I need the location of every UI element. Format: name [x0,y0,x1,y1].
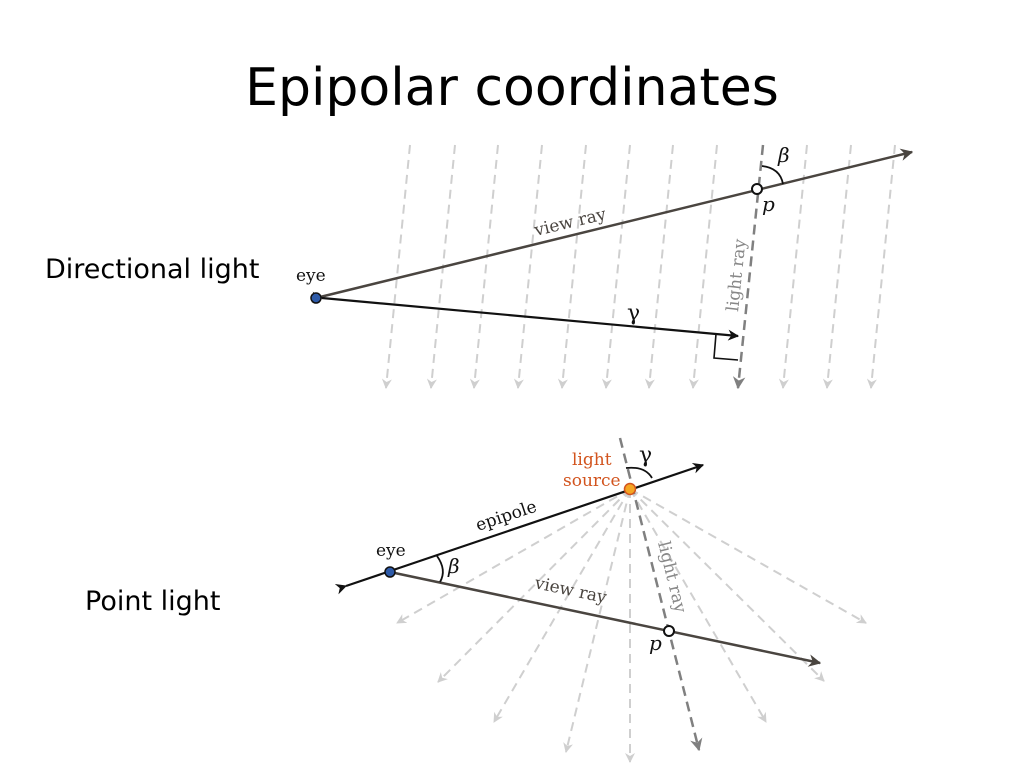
directional-eye-dot [310,292,322,304]
light-ray-line [778,144,808,389]
light-ray-line [866,144,896,389]
light-ray-line [601,144,631,389]
light-ray-line [469,144,499,389]
directional-light-label: Directional light [45,254,260,285]
light-ray-line [557,144,587,389]
point-view-ray-label: view ray [532,573,609,608]
point-light-rays [396,488,867,763]
point-p-label: p [649,631,662,655]
directional-beta-arc [761,165,784,185]
point-epipole-line [334,462,705,595]
point-eye-label: eye [376,541,406,561]
directional-light-ray-label: light ray [723,238,751,313]
light-ray-line [513,144,543,389]
slide-title: Epipolar coordinates [245,58,779,118]
directional-p-label: p [762,192,775,216]
light-source-label-line2: source [563,471,621,491]
light-source-dot [623,482,637,496]
directional-view-ray [315,148,914,300]
directional-point-p [751,183,763,195]
light-ray-line [381,144,411,389]
light-ray-line [822,144,852,389]
point-point-p [663,625,675,637]
directional-eye-label: eye [296,266,326,286]
point-gamma-label: γ [639,443,652,468]
light-ray-line [629,488,767,723]
light-source-label-line1: light [572,450,612,470]
point-epipole-label: epipole [473,497,539,536]
light-ray-line [688,144,718,389]
point-light-ray-label: light ray [653,539,690,615]
point-gamma-arc [625,466,653,479]
light-ray-line [644,144,674,389]
point-beta-label: β [447,554,460,578]
directional-gamma-label: γ [627,301,640,326]
right-angle-mark [713,333,739,361]
point-beta-arc [436,555,444,583]
point-eye-dot [384,566,396,578]
directional-light-rays [381,144,896,389]
point-view-ray [389,570,822,667]
point-light-label: Point light [85,586,221,617]
directional-gamma-arrow [311,291,740,341]
directional-beta-label: β [777,143,790,167]
